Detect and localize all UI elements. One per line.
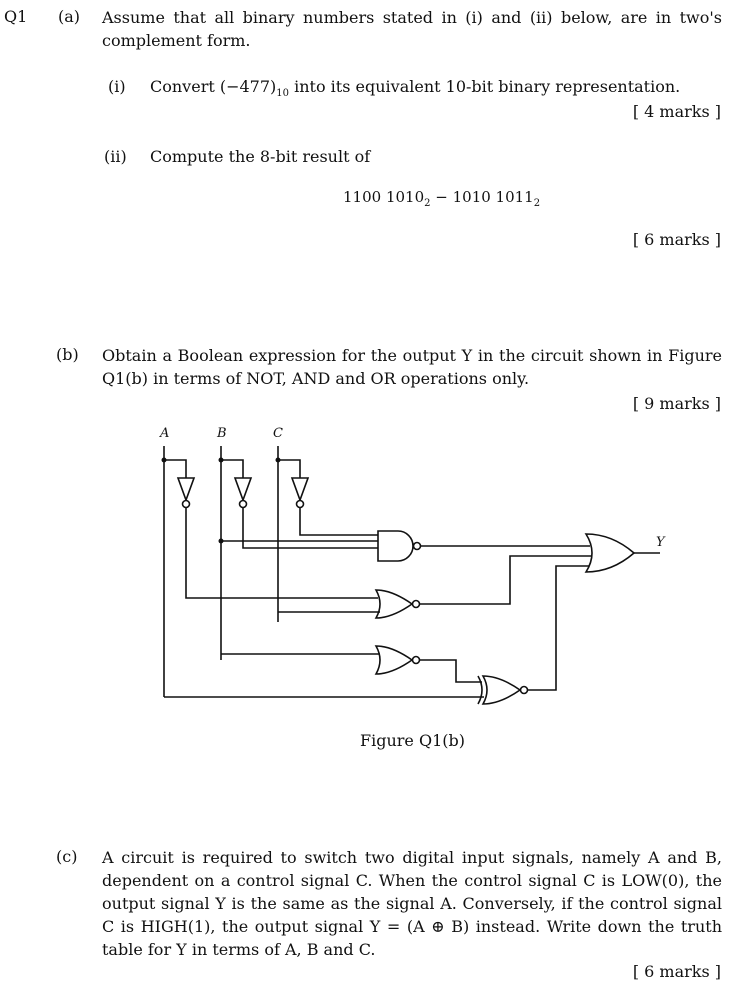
- part-a-intro: Assume that all binary numbers stated in…: [102, 8, 722, 50]
- part-a-ii-expression: 1100 10102 − 1010 10112: [343, 188, 541, 209]
- not-gate-c: [290, 477, 310, 509]
- figure-caption: Figure Q1(b): [360, 731, 465, 750]
- input-wires: [161, 446, 301, 697]
- input-c-label: C: [273, 426, 283, 441]
- or-gate-output: [584, 533, 636, 573]
- part-b-label: (b): [56, 345, 79, 364]
- part-a-i-marks: [ 4 marks ]: [632, 102, 721, 121]
- part-a-label: (a): [58, 7, 81, 26]
- nor-gate-2: [374, 589, 421, 619]
- nand-gate-1: [377, 530, 422, 562]
- part-b-marks: [ 9 marks ]: [632, 394, 721, 413]
- part-a-i-text: Convert (−477)10 into its equivalent 10-…: [150, 77, 681, 100]
- part-c-marks: [ 6 marks ]: [632, 962, 721, 981]
- input-b-label: B: [216, 426, 227, 441]
- part-a-ii-marks: [ 6 marks ]: [632, 230, 721, 249]
- xnor-gate-4: [477, 675, 529, 705]
- not-gate-b: [233, 477, 253, 509]
- part-a-ii-text: Compute the 8-bit result of: [150, 147, 371, 166]
- output-y-label: Y: [656, 535, 666, 550]
- question-number: Q1: [4, 7, 28, 26]
- not-gate-a: [176, 477, 196, 509]
- input-a-label: A: [159, 426, 169, 441]
- part-c-text: A circuit is required to switch two digi…: [102, 848, 722, 959]
- part-a-ii-label: (ii): [104, 147, 127, 166]
- part-a-i-label: (i): [108, 77, 126, 96]
- part-b-text: Obtain a Boolean expression for the outp…: [102, 346, 722, 388]
- part-c-label: (c): [56, 847, 78, 866]
- nor-gate-3: [374, 645, 421, 675]
